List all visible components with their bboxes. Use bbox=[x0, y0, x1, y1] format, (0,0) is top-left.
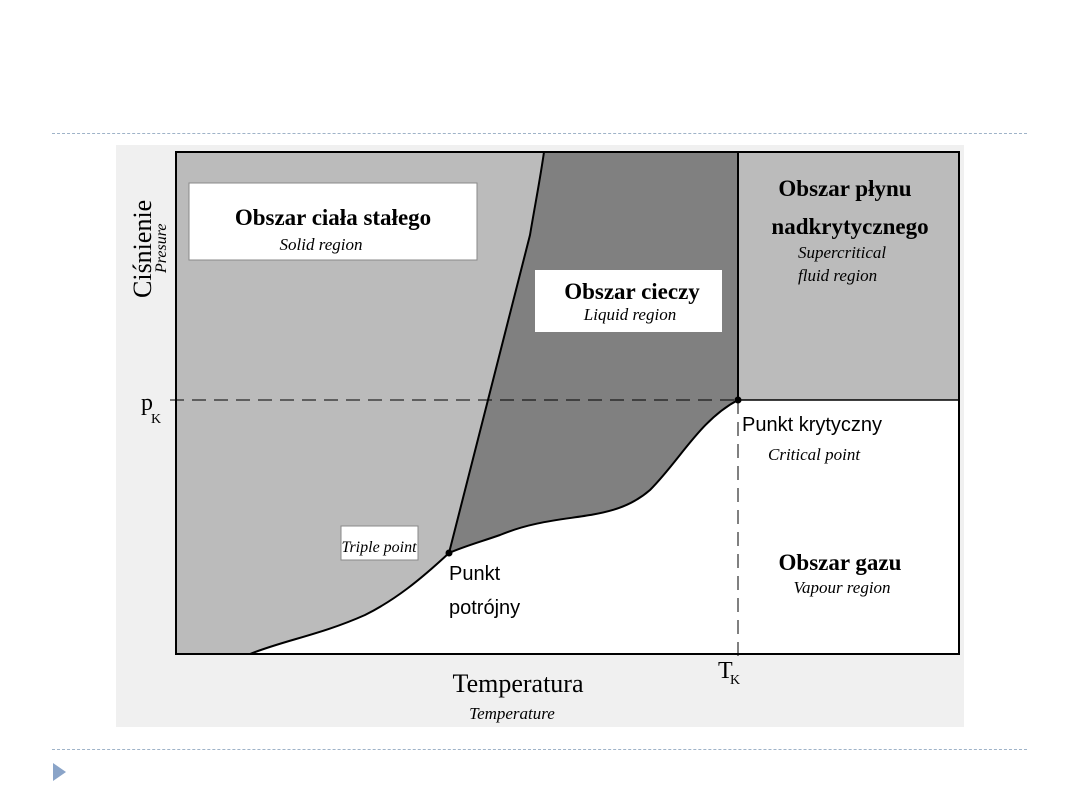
triple-point-box bbox=[340, 525, 419, 561]
critical-temperature-symbol: T bbox=[718, 658, 733, 684]
supercritical-region bbox=[738, 152, 959, 400]
critical-point-marker bbox=[734, 396, 742, 404]
supercritical-label-line1: Obszar płynu bbox=[778, 176, 911, 201]
plot-frame bbox=[175, 151, 960, 655]
solid-region bbox=[176, 152, 544, 654]
x-axis-label: Temperatura bbox=[453, 669, 584, 698]
gas-region-sublabel: Vapour region bbox=[793, 578, 890, 597]
critical-pressure-symbol: p bbox=[141, 390, 153, 416]
sublimation-curve bbox=[249, 552, 450, 655]
triangle-right-icon[interactable] bbox=[53, 763, 66, 781]
triple-point-marker bbox=[445, 549, 453, 557]
critical-point-label: Punkt krytyczny bbox=[742, 414, 882, 436]
liquid-label-box bbox=[535, 270, 722, 332]
y-axis-label: Ciśnienie bbox=[128, 200, 157, 298]
top-divider bbox=[52, 133, 1027, 134]
gas-region-label: Obszar gazu bbox=[779, 550, 902, 575]
supercritical-sublabel-line1: Supercritical bbox=[798, 243, 886, 262]
supercritical-sublabel-line2: fluid region bbox=[798, 266, 877, 285]
liquid-region bbox=[449, 152, 738, 553]
vaporization-curve bbox=[448, 399, 739, 554]
y-axis-sublabel: Presure bbox=[153, 224, 170, 274]
triple-point-label-line1: Punkt bbox=[449, 563, 501, 585]
solid-label-box bbox=[188, 182, 478, 261]
triple-point-sublabel: Triple point bbox=[341, 539, 417, 556]
solid-region-sublabel: Solid region bbox=[280, 235, 363, 254]
critical-point-sublabel: Critical point bbox=[768, 445, 861, 464]
critical-temperature-subscript: K bbox=[730, 673, 740, 688]
solid-region-label: Obszar ciała stałego bbox=[235, 205, 431, 230]
liquid-region-label: Obszar cieczy bbox=[564, 279, 700, 304]
triple-point-label-line2: potrójny bbox=[449, 597, 520, 619]
x-axis-sublabel: Temperature bbox=[469, 704, 555, 723]
melting-curve bbox=[448, 151, 545, 554]
liquid-region-sublabel: Liquid region bbox=[583, 305, 676, 324]
bottom-divider bbox=[52, 749, 1027, 750]
supercritical-label-line2: nadkrytycznego bbox=[771, 214, 928, 239]
critical-pressure-subscript: K bbox=[151, 412, 161, 427]
